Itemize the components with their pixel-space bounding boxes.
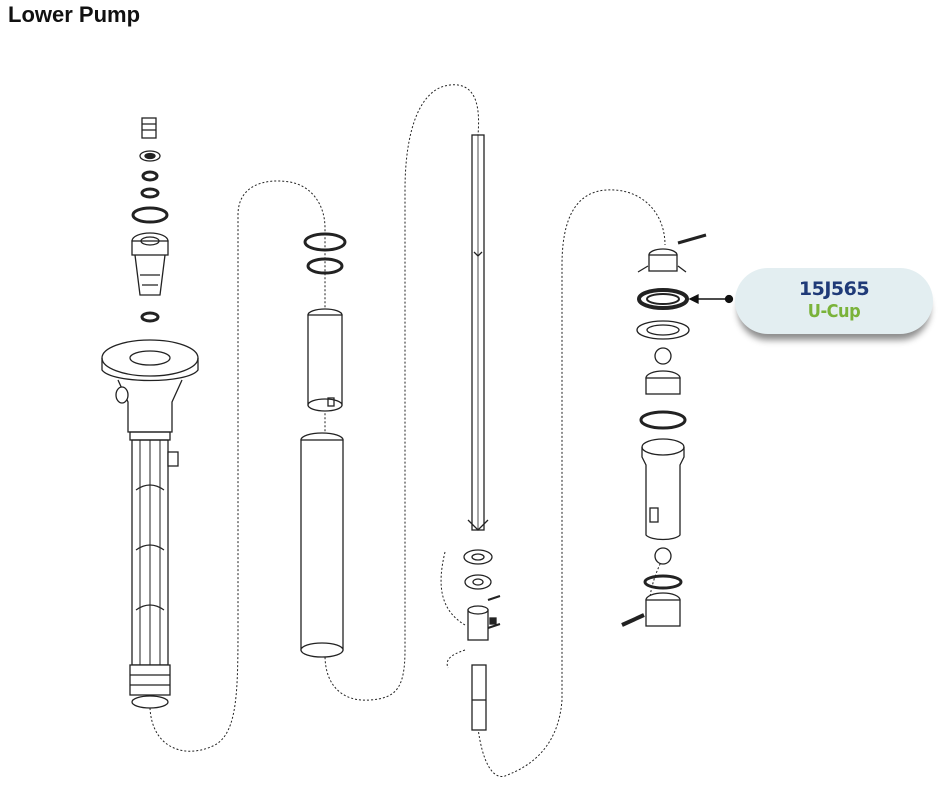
part-number: 15J565: [798, 278, 870, 300]
assembly-guide-line: [149, 84, 666, 777]
cylinder-sleeves: [300, 232, 347, 658]
pump-body-assembly: [101, 117, 199, 709]
part-name: U-Cup: [807, 301, 861, 322]
displacement-rod-assembly: [463, 134, 501, 731]
intake-valve-assembly: [621, 233, 707, 627]
callout-pointer: [688, 293, 734, 305]
page-title: Lower Pump: [8, 2, 141, 27]
part-callout[interactable]: 15J565 U-Cup: [735, 268, 933, 334]
